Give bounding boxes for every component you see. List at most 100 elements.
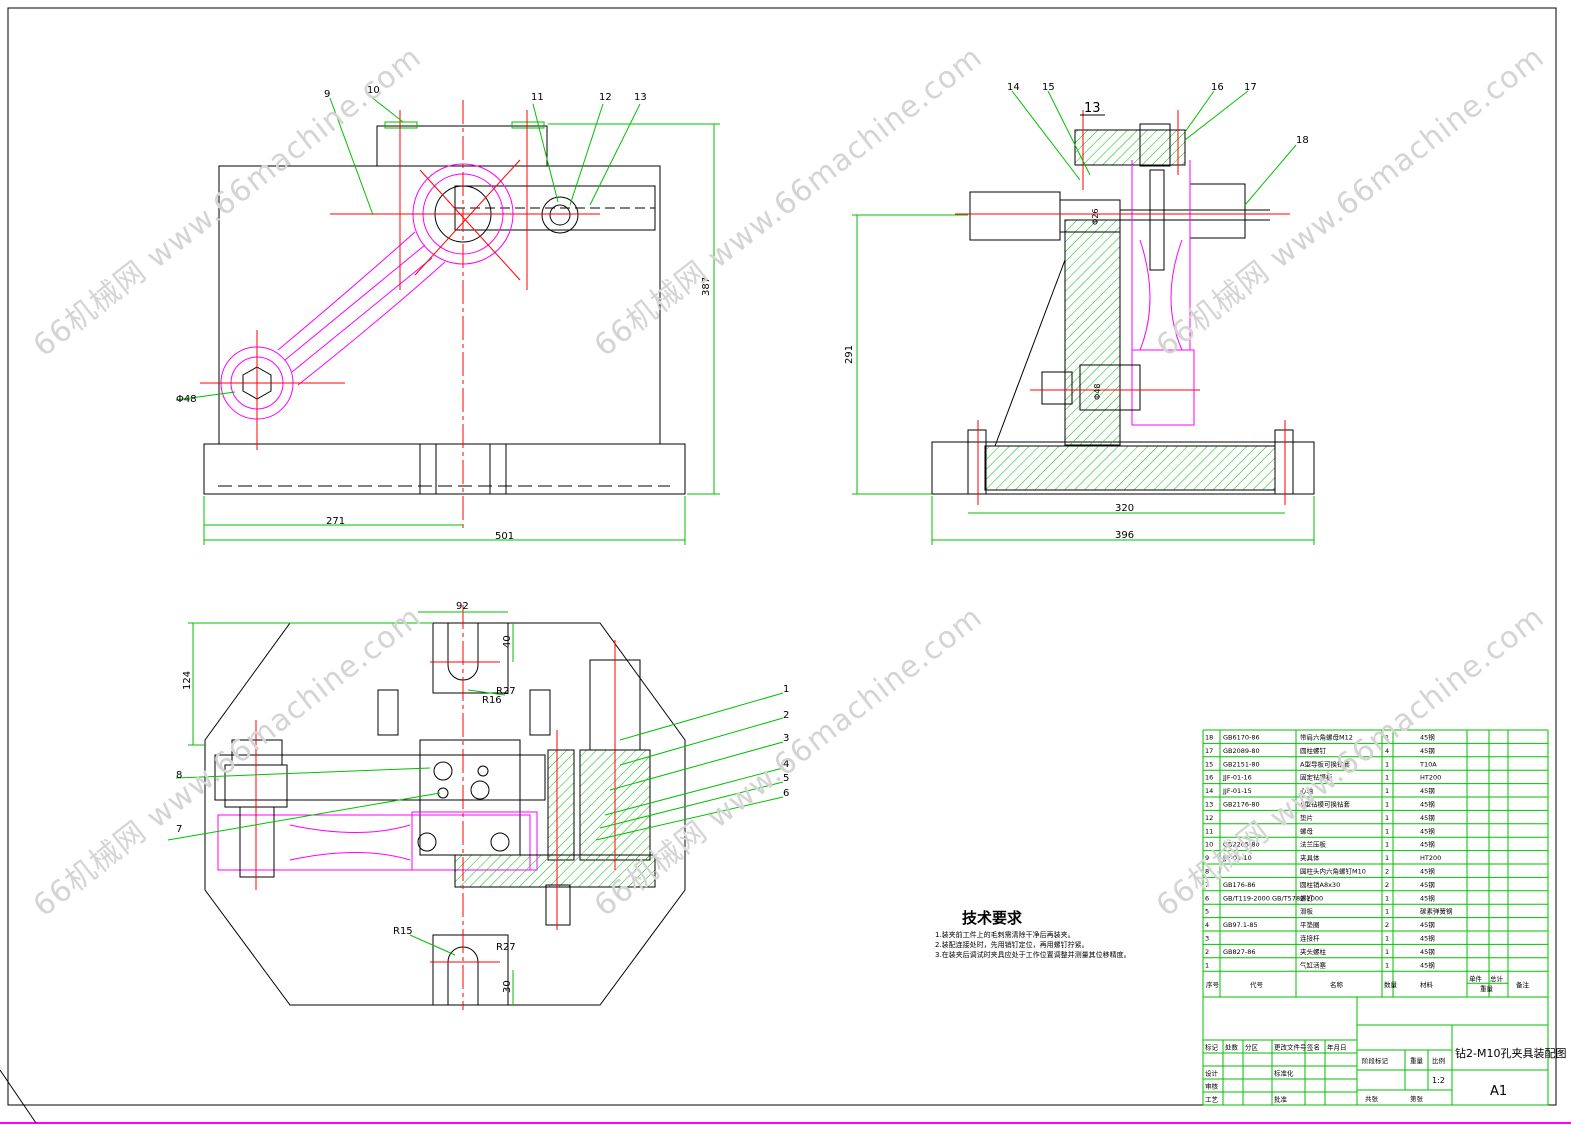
bom-cell-name: 圆柱头内六角螺钉M10 [1300, 867, 1366, 876]
bom-cell-qty: 1 [1385, 760, 1389, 768]
dim-40-top: 40 [502, 635, 513, 648]
bom-cell-material: 45钢 [1420, 894, 1435, 902]
bom-cell-no: 16 [1205, 774, 1213, 782]
dim-r27-top: R27 [496, 686, 516, 697]
bom-cell-qty: 2 [1385, 868, 1389, 876]
balloon-10: 10 [367, 85, 380, 96]
title-block-cell: 处数 [1225, 1043, 1239, 1052]
title-block-cell: 工艺 [1205, 1096, 1219, 1104]
dim-291: 291 [844, 345, 855, 364]
bom-cell-code: GB6170-86 [1223, 734, 1260, 742]
title-block-cell: 签名 [1307, 1043, 1320, 1052]
bom-cell-qty: 1 [1385, 827, 1389, 835]
side-base-hatch [984, 445, 1276, 491]
bom-header-name: 名称 [1330, 980, 1344, 989]
front-clamp-nut [541, 196, 579, 234]
front-rod-shank [277, 231, 446, 386]
bom-cell-material: 45钢 [1420, 747, 1435, 755]
bom-cell-name: 圆柱销A8x30 [1300, 880, 1340, 889]
bom-cell-material: 45钢 [1420, 814, 1435, 822]
bom-cell-name: 气缸活塞 [1300, 960, 1327, 969]
frame-corner-mark [0, 1069, 37, 1124]
balloon-8: 8 [176, 770, 182, 781]
dim-phi48-side: Φ48 [1093, 384, 1102, 400]
side-left-cylinder [969, 191, 1061, 241]
bom-cell-name: 连接杆 [1300, 934, 1320, 943]
bom-cell-material: HT200 [1420, 774, 1441, 782]
title-block-cell: 设计 [1205, 1069, 1219, 1078]
stage-label: 阶段标记 [1362, 1056, 1389, 1065]
title-block-cell: 分区 [1245, 1043, 1259, 1052]
front-top-block [376, 125, 548, 167]
bom-cell-material: 45钢 [1420, 881, 1435, 889]
bom-cell-no: 14 [1205, 787, 1213, 795]
sheet-total-label: 共张 [1365, 1094, 1379, 1103]
bom-cell-no: 17 [1205, 747, 1213, 755]
bom-cell-name: 垫片 [1300, 813, 1313, 822]
bom-header-qty: 数量 [1384, 980, 1398, 989]
tech-req-list: 1.装夹前工件上的毛刺需清除干净后再装夹。 2.装配连接处时，先用销钉定位，再用… [935, 930, 1185, 960]
bom-cell-qty: 2 [1385, 881, 1389, 889]
bom-cell-no: 7 [1205, 881, 1209, 889]
bom-cell-code: GB2205-80 [1223, 841, 1260, 849]
bom-cell-material: HT200 [1420, 854, 1441, 862]
dim-320: 320 [1115, 503, 1134, 514]
bom-cell-qty: 1 [1385, 908, 1389, 916]
bom-cell-material: 45钢 [1420, 787, 1435, 795]
title-block-cell: 批准 [1274, 1095, 1288, 1104]
top-view-labels: 92 40 124 R27 R16 R15 R27 30 8 7 1 2 3 4… [176, 601, 789, 993]
dim-501: 501 [495, 531, 514, 542]
side-base [931, 441, 1315, 495]
bom-cell-code: JJF-01-16 [1222, 774, 1252, 782]
bom-cell-qty: 1 [1385, 894, 1389, 902]
balloon-4: 4 [783, 759, 789, 770]
balloon-2: 2 [783, 710, 789, 721]
balloon-14: 14 [1007, 82, 1020, 93]
bom-cell-name: 夹头螺柱 [1300, 947, 1327, 956]
bom-cell-qty: 1 [1385, 787, 1389, 795]
balloon-17: 17 [1244, 82, 1257, 93]
dim-92: 92 [456, 601, 469, 612]
bom-cell-name: A型导板可换钻套 [1300, 759, 1350, 768]
bom-cell-qty: 1 [1385, 774, 1389, 782]
bom-cell-name: 螺钉 [1300, 893, 1314, 902]
dim-396: 396 [1115, 530, 1134, 541]
balloon-16: 16 [1211, 82, 1224, 93]
bom-cell-code: JJF-01-15 [1222, 787, 1252, 795]
balloon-18: 18 [1296, 135, 1309, 146]
bom-cell-material: 45钢 [1420, 921, 1435, 929]
sheet-border [7, 7, 1557, 1106]
weight-label: 重量 [1410, 1057, 1424, 1065]
dim-r15: R15 [393, 926, 413, 937]
balloon-1: 1 [783, 684, 789, 695]
bom-cell-qty: 4 [1385, 747, 1389, 755]
bom-cell-code: GB2089-80 [1223, 747, 1260, 755]
bom-cell-no: 13 [1205, 801, 1213, 809]
bom-cell-code: JJF-01-10 [1222, 854, 1252, 862]
bom-cell-no: 8 [1205, 868, 1209, 876]
bom-cell-name: 夹具体 [1300, 853, 1320, 862]
bom-cell-name: 心轴 [1300, 786, 1314, 795]
side-view [852, 90, 1315, 545]
bom-cell-no: 9 [1205, 854, 1209, 862]
bom-cell-name: 平垫圈 [1300, 920, 1320, 929]
bom-cell-no: 1 [1205, 961, 1209, 969]
bom-cell-no: 10 [1205, 841, 1213, 849]
bom-cell-name: 法兰压板 [1300, 840, 1327, 849]
title-block-cell: 更改文件号 [1274, 1043, 1307, 1052]
bom-cell-name: 固定钻模板 [1300, 773, 1333, 782]
tech-req-item: 3.在装夹后调试时夹具应处于工作位置调整并测量其位移精度。 [935, 951, 1131, 959]
bom-cell-name: 滑板 [1300, 907, 1314, 916]
top-clamp-bar [214, 754, 546, 801]
title-block-cell: 审核 [1205, 1082, 1219, 1091]
side-column [1064, 219, 1121, 446]
dim-phi26: Φ26 [1091, 209, 1100, 225]
front-bushing-b [511, 121, 545, 129]
bom-cell-qty: 1 [1385, 961, 1389, 969]
bom-header-unit: 单件 [1469, 974, 1483, 983]
bom-header-total: 总计 [1490, 974, 1504, 983]
bom-cell-qty: 1 [1385, 854, 1389, 862]
bom-cell-code: GB2176-80 [1223, 801, 1260, 809]
